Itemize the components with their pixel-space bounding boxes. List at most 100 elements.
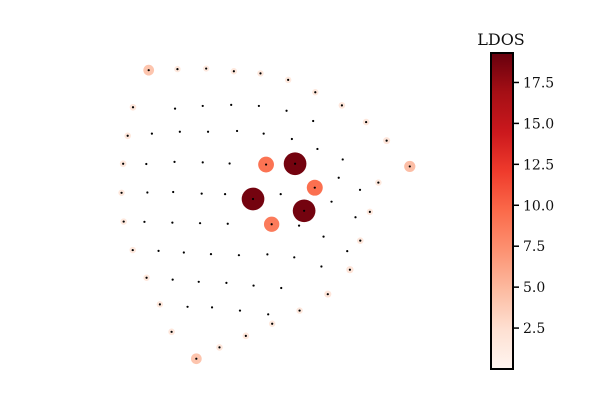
- colorbar-tick-label: 12.5: [523, 157, 554, 173]
- site-marker: [359, 239, 362, 242]
- site-marker: [170, 330, 173, 333]
- site-marker: [297, 224, 301, 227]
- site-marker: [337, 176, 340, 179]
- site-marker: [320, 265, 323, 268]
- ldos-points: [118, 64, 416, 365]
- site-marker: [131, 106, 135, 109]
- colorbar-tick-label: 2.5: [523, 321, 545, 337]
- site-marker: [293, 162, 297, 165]
- site-marker: [143, 220, 146, 223]
- site-marker: [287, 78, 290, 81]
- site-marker: [322, 235, 325, 238]
- site-marker: [206, 130, 210, 133]
- site-marker: [326, 293, 329, 296]
- site-marker: [145, 276, 148, 279]
- site-marker: [201, 161, 204, 164]
- site-marker: [341, 158, 344, 161]
- site-marker: [178, 130, 181, 133]
- site-marker: [354, 216, 357, 219]
- site-marker: [197, 280, 200, 283]
- site-marker: [209, 253, 213, 256]
- site-marker: [126, 134, 129, 137]
- site-markers: [120, 67, 411, 360]
- site-marker: [176, 67, 179, 71]
- site-marker: [264, 163, 268, 166]
- site-marker: [232, 70, 235, 73]
- site-marker: [368, 210, 371, 213]
- site-marker: [157, 249, 160, 252]
- site-marker: [145, 162, 148, 166]
- site-marker: [122, 220, 125, 223]
- site-marker: [171, 278, 174, 281]
- site-marker: [270, 223, 273, 226]
- site-marker: [313, 186, 316, 189]
- site-marker: [303, 209, 306, 212]
- site-marker: [218, 346, 221, 349]
- site-marker: [230, 103, 233, 106]
- site-marker: [340, 104, 344, 107]
- site-marker: [223, 193, 227, 196]
- site-marker: [205, 67, 208, 70]
- site-marker: [226, 222, 229, 225]
- site-marker: [173, 160, 176, 163]
- site-marker: [228, 162, 231, 165]
- site-marker: [147, 69, 150, 72]
- site-marker: [290, 137, 293, 141]
- colorbar-tick-label: 15.0: [523, 116, 554, 132]
- colorbar-tick-label: 17.5: [523, 75, 554, 91]
- site-marker: [210, 306, 214, 309]
- colorbar-gradient: [490, 52, 514, 370]
- colorbar-tick-label: 10.0: [523, 198, 554, 214]
- site-marker: [385, 139, 388, 142]
- site-marker: [257, 104, 260, 108]
- site-marker: [346, 250, 349, 253]
- site-marker: [150, 132, 153, 135]
- site-marker: [122, 162, 125, 165]
- site-marker: [171, 221, 174, 224]
- site-marker: [259, 72, 262, 75]
- site-marker: [237, 254, 241, 257]
- site-marker: [186, 305, 189, 308]
- site-marker: [312, 119, 315, 123]
- site-marker: [252, 284, 255, 287]
- site-marker: [271, 322, 274, 325]
- site-marker: [377, 181, 380, 184]
- plot-area: [118, 64, 416, 365]
- site-marker: [285, 109, 288, 112]
- site-marker: [120, 191, 123, 194]
- site-marker: [198, 222, 202, 225]
- site-marker: [279, 193, 282, 196]
- site-marker: [314, 91, 317, 94]
- site-marker: [348, 268, 351, 271]
- site-marker: [330, 200, 333, 203]
- site-marker: [280, 286, 283, 290]
- site-marker: [225, 281, 228, 284]
- colorbar-ticks: 2.5 5.0 7.5 10.0 12.5 15.0 17.5: [513, 75, 554, 337]
- site-marker: [293, 256, 296, 259]
- site-marker: [172, 190, 175, 194]
- colorbar-tick-label: 5.0: [523, 280, 545, 296]
- site-marker: [408, 165, 411, 168]
- site-marker: [298, 309, 301, 312]
- site-marker: [201, 104, 204, 108]
- site-marker: [200, 192, 203, 195]
- site-marker: [235, 129, 239, 133]
- site-marker: [173, 107, 177, 110]
- site-marker: [316, 147, 319, 151]
- site-marker: [365, 120, 368, 124]
- site-marker: [131, 248, 134, 252]
- site-marker: [195, 357, 198, 360]
- site-marker: [267, 313, 270, 316]
- colorbar-label: LDOS: [477, 30, 525, 49]
- site-marker: [146, 191, 149, 194]
- site-marker: [262, 132, 265, 135]
- site-marker: [358, 188, 362, 191]
- colorbar-tick-label: 7.5: [523, 239, 545, 255]
- site-marker: [266, 253, 269, 256]
- colorbar: LDOS 2.5 5.0 7.5 10.0 12.5 15.0 17.5: [477, 30, 554, 370]
- site-marker: [251, 197, 255, 201]
- site-marker: [244, 334, 247, 337]
- site-marker: [158, 303, 161, 306]
- site-marker: [182, 251, 185, 254]
